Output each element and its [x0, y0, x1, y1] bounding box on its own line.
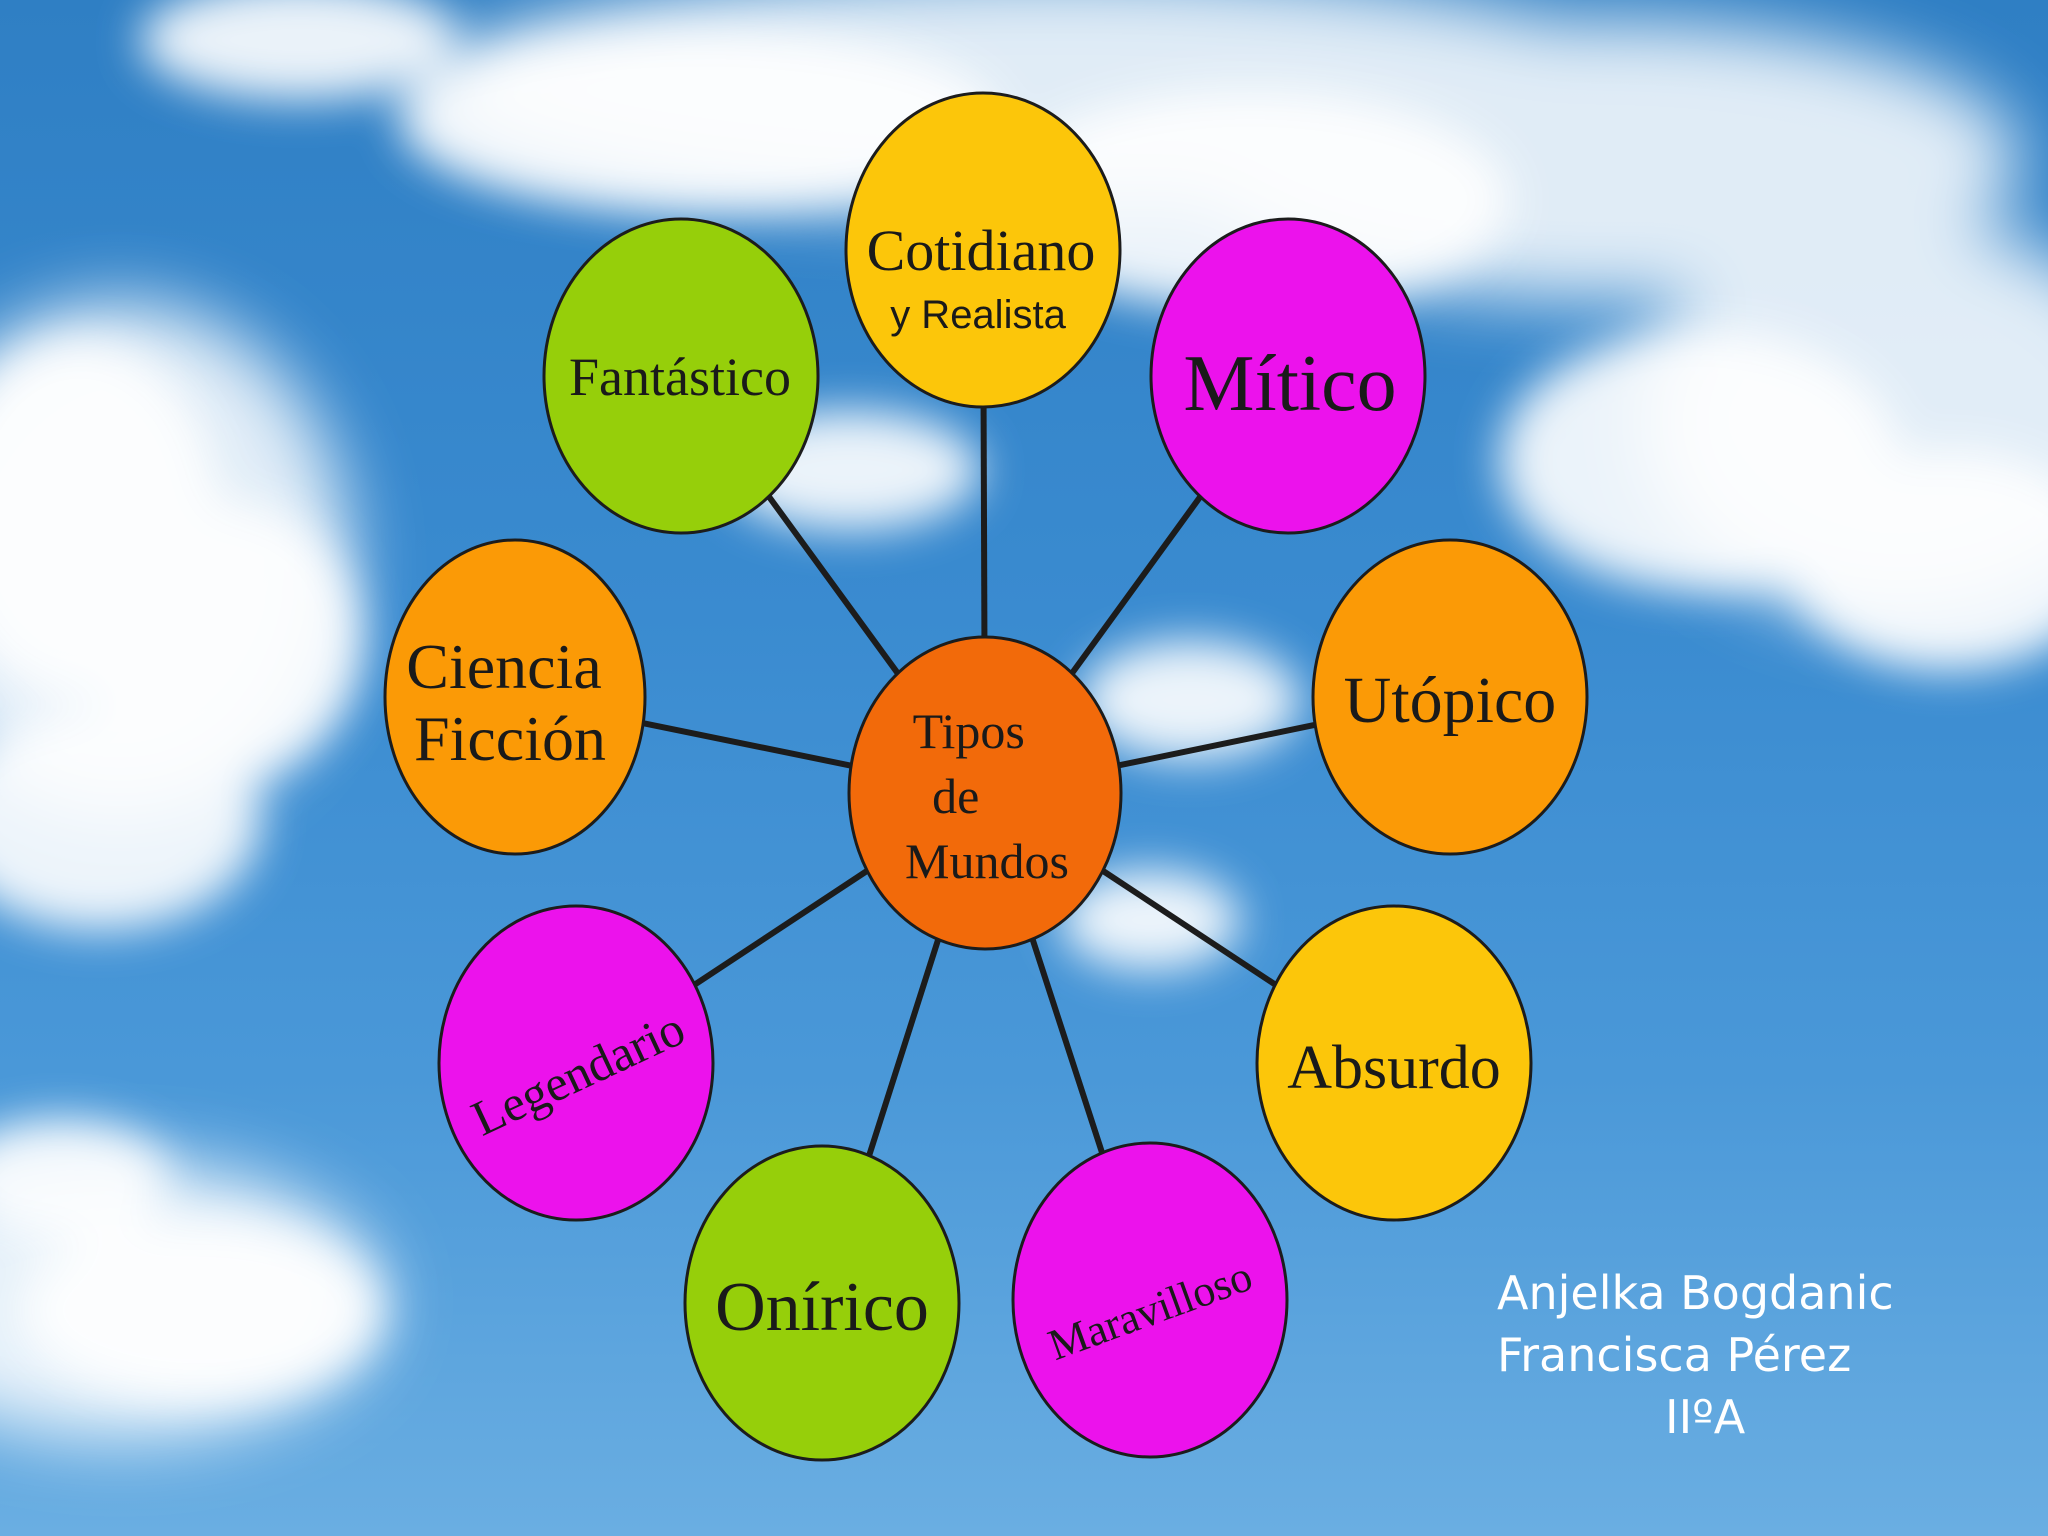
node-cotidiano: Cotidiano y Realista: [846, 93, 1120, 407]
connector-legendario: [695, 871, 867, 985]
author-name: Francisca Pérez: [1497, 1324, 2017, 1386]
node-label-utopico: Utópico: [1344, 664, 1557, 737]
center-node: Tipos de Mundos: [849, 637, 1121, 949]
svg-text:Cotidiano y Realista: Cotidiano y Realista: [867, 218, 1100, 337]
svg-text:Ciencia Ficción: Ciencia Ficción: [406, 631, 617, 774]
credits: Anjelka Bogdanic Francisca Pérez IIºA: [1497, 1262, 2017, 1448]
connector-cotidiano: [984, 407, 985, 637]
node-label-cotidiano-2: y Realista: [890, 293, 1066, 337]
node-label-cotidiano-1: Cotidiano: [867, 218, 1096, 283]
node-mitico: Mítico: [1151, 219, 1425, 533]
node-utopico: Utópico: [1313, 540, 1587, 854]
svg-text:Utópico: Utópico: [1344, 664, 1557, 737]
connector-onirico: [869, 939, 938, 1155]
svg-text:Absurdo: Absurdo: [1287, 1034, 1501, 1102]
node-label-ciencia-2: Ficción: [414, 703, 606, 774]
connector-fantastico: [769, 496, 898, 673]
node-maravilloso: Maravilloso: [1013, 1143, 1287, 1457]
class-label: IIºA: [1497, 1386, 2017, 1448]
node-label-absurdo: Absurdo: [1287, 1034, 1501, 1102]
author-name: Anjelka Bogdanic: [1497, 1262, 2017, 1324]
node-absurdo: Absurdo: [1257, 906, 1531, 1220]
connector-ciencia-ficcion: [643, 723, 851, 765]
svg-text:Onírico: Onírico: [715, 1269, 929, 1346]
node-label-mitico: Mítico: [1183, 340, 1396, 428]
center-label-line-2: de: [932, 768, 979, 824]
svg-text:Mítico: Mítico: [1183, 340, 1396, 428]
node-label-onirico: Onírico: [715, 1269, 929, 1346]
node-ciencia-ficcion: Ciencia Ficción: [385, 540, 645, 854]
node-legendario: Legendario: [439, 906, 713, 1220]
connector-mitico: [1072, 497, 1200, 674]
node-fantastico: Fantástico: [544, 219, 818, 533]
svg-text:Fantástico: Fantástico: [569, 347, 791, 407]
center-label-line-3: Mundos: [905, 833, 1069, 889]
connector-absurdo: [1103, 871, 1275, 985]
node-label-fantastico: Fantástico: [569, 347, 791, 407]
connector-maravilloso: [1033, 939, 1103, 1153]
node-label-ciencia-1: Ciencia: [406, 631, 601, 702]
node-onirico: Onírico: [685, 1146, 959, 1460]
center-label-line-1: Tipos: [913, 703, 1025, 759]
connector-utopico: [1119, 725, 1315, 766]
